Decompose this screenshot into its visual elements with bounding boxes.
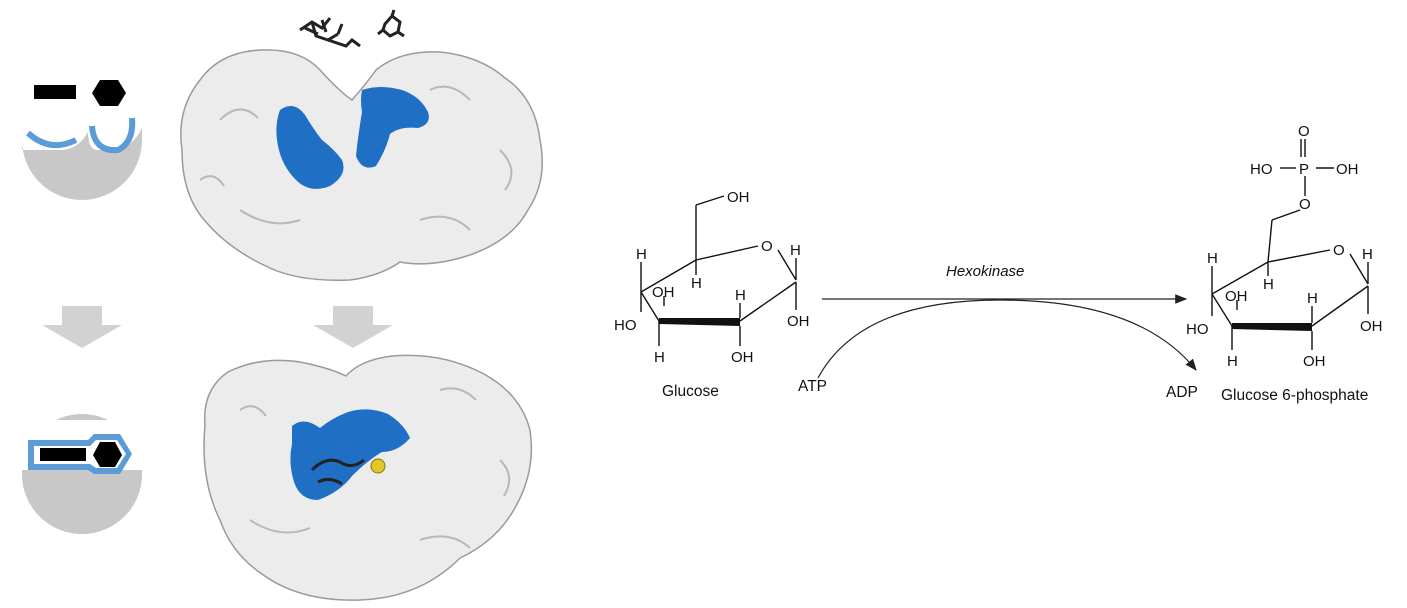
schematic-panel: [22, 80, 142, 534]
g6p-label: Glucose 6-phosphate: [1221, 387, 1368, 404]
enzyme-label: Hexokinase: [946, 263, 1024, 280]
g6p-p-ho: HO: [1250, 161, 1273, 178]
metal-ion: [370, 458, 386, 474]
schematic-closed-enzyme: [22, 414, 142, 534]
active-site-closed: [290, 409, 410, 500]
g6p-linker-o: O: [1299, 196, 1311, 213]
g6p-p-oh: OH: [1336, 161, 1359, 178]
glc-h-left-lower: H: [654, 349, 665, 366]
glc-h-right-mid: H: [735, 287, 746, 304]
cofactor-arrow: [817, 299, 1197, 379]
g6p-ho-left: HO: [1186, 321, 1209, 338]
glc-ring-o: O: [761, 238, 773, 255]
g6p-h-anomeric: H: [1362, 246, 1373, 263]
glucose-label: Glucose: [662, 383, 719, 400]
glc-h-anomeric: H: [790, 242, 801, 259]
active-site-open-left: [276, 106, 344, 189]
g6p-oh-anomeric: OH: [1360, 318, 1383, 335]
glc-oh-bottom: OH: [731, 349, 754, 366]
bound-ligand-hexagon: [93, 442, 122, 467]
g6p-p: P: [1299, 161, 1309, 178]
free-ligands: [299, 9, 405, 48]
ligand-bar: [34, 85, 76, 99]
g6p-h-left-lower: H: [1227, 353, 1238, 370]
glc-oh-inner: OH: [652, 284, 675, 301]
glc-h-inner-upper: H: [691, 275, 702, 292]
adp-label: ADP: [1166, 384, 1198, 401]
glc-top-oh: OH: [727, 189, 750, 206]
glc-oh-anomeric: OH: [787, 313, 810, 330]
glc-h-left-upper: H: [636, 246, 647, 263]
g6p-labels: O P HO OH O O H H OH HO H H OH H OH Gluc…: [1186, 123, 1383, 404]
open-enzyme-surface: [180, 49, 543, 281]
bound-ligand-bar: [40, 448, 86, 461]
g6p-h-inner-upper: H: [1263, 276, 1274, 293]
schematic-open-outline: [25, 130, 78, 149]
ligand-hexagon: [92, 80, 126, 106]
g6p-h-right-mid: H: [1307, 290, 1318, 307]
bound-ligand-closed: [310, 458, 365, 486]
glucose-labels: OH O H H OH HO H H OH H OH Glucose: [614, 189, 810, 400]
reaction-scheme: OH O H H OH HO H H OH H OH Glucose Hexok…: [614, 123, 1383, 404]
g6p-ring-o: O: [1333, 242, 1345, 259]
atp-label: ATP: [798, 378, 827, 395]
schematic-open-enzyme: [22, 80, 142, 200]
structure-down-arrow: [313, 306, 393, 348]
g6p-structure: [1211, 139, 1369, 350]
protein-surface-panel: [180, 9, 543, 601]
g6p-h-left-upper: H: [1207, 250, 1218, 267]
closed-enzyme-surface: [203, 354, 533, 601]
g6p-oh-inner: OH: [1225, 288, 1248, 305]
glucose-structure: [640, 195, 797, 346]
active-site-open-right: [356, 87, 429, 168]
glc-ho-left: HO: [614, 317, 637, 334]
g6p-p-o-top: O: [1298, 123, 1310, 140]
g6p-oh-bottom: OH: [1303, 353, 1326, 370]
schematic-down-arrow: [42, 306, 122, 348]
